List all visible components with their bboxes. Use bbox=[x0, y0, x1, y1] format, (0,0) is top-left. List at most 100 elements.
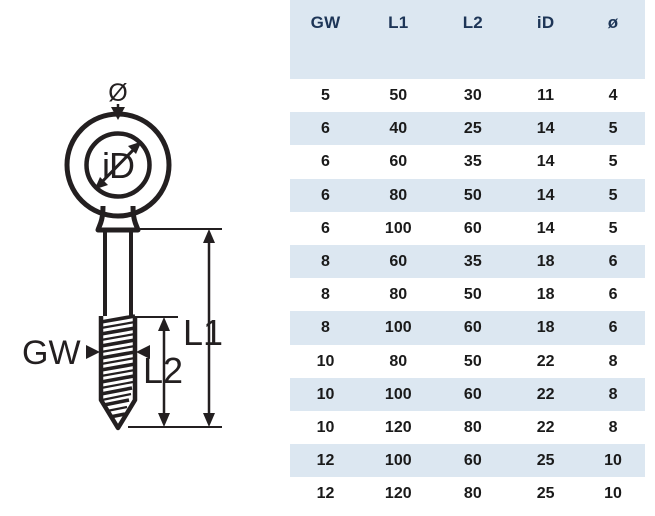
table-cell: 35 bbox=[435, 145, 511, 179]
table-cell: 11 bbox=[510, 79, 582, 113]
table-cell: 120 bbox=[361, 411, 436, 445]
table-cell: 5 bbox=[581, 145, 645, 179]
table-header: GW L1 L2 iD ø bbox=[290, 0, 645, 79]
table-cell: 80 bbox=[435, 477, 511, 511]
table-cell: 80 bbox=[361, 278, 436, 312]
table-cell: 12 bbox=[290, 444, 361, 478]
table-cell: 8 bbox=[290, 311, 361, 345]
table-cell: 25 bbox=[510, 444, 582, 478]
table-cell: 6 bbox=[290, 211, 361, 246]
table-cell: 60 bbox=[435, 377, 511, 412]
inner-diameter-dimension-arrow bbox=[94, 141, 142, 190]
table-header-row: GW L1 L2 iD ø bbox=[290, 0, 645, 79]
table-cell: 10 bbox=[581, 444, 645, 478]
table-cell: 60 bbox=[435, 311, 511, 345]
column-header-l1: L1 bbox=[361, 0, 436, 79]
table-cell: 8 bbox=[581, 344, 645, 378]
table-cell: 22 bbox=[510, 344, 582, 378]
table-cell: 60 bbox=[435, 444, 511, 478]
table-cell: 10 bbox=[290, 411, 361, 445]
table-cell: 5 bbox=[581, 112, 645, 146]
table-cell: 5 bbox=[290, 79, 361, 113]
table-cell: 80 bbox=[361, 344, 436, 378]
table-cell: 5 bbox=[581, 211, 645, 246]
table-cell: 18 bbox=[510, 278, 582, 312]
table-cell: 4 bbox=[581, 79, 645, 113]
table-cell: 18 bbox=[510, 311, 582, 345]
table-cell: 14 bbox=[510, 145, 582, 179]
table-cell: 120 bbox=[361, 477, 436, 511]
outer-diameter-arrow bbox=[111, 104, 125, 120]
table-cell: 22 bbox=[510, 411, 582, 445]
table-cell: 60 bbox=[361, 245, 436, 279]
table-cell: 25 bbox=[435, 112, 511, 146]
table-cell: 6 bbox=[581, 311, 645, 345]
thread-diameter-label: GW bbox=[22, 334, 81, 372]
table-cell: 10 bbox=[581, 477, 645, 511]
outer-diameter-label: Ø bbox=[108, 79, 127, 107]
table-cell: 8 bbox=[290, 245, 361, 279]
table-cell: 8 bbox=[581, 411, 645, 445]
table-cell: 40 bbox=[361, 112, 436, 146]
table-cell: 10 bbox=[290, 377, 361, 412]
table-cell: 14 bbox=[510, 178, 582, 212]
table-cell: 100 bbox=[361, 444, 436, 478]
table-cell: 6 bbox=[290, 112, 361, 146]
table-cell: 50 bbox=[435, 278, 511, 312]
table-cell: 12 bbox=[290, 477, 361, 511]
table-cell: 50 bbox=[361, 79, 436, 113]
table-cell: 80 bbox=[361, 178, 436, 212]
table-cell: 100 bbox=[361, 311, 436, 345]
table-cell: 6 bbox=[581, 245, 645, 279]
table-cell: 100 bbox=[361, 211, 436, 246]
table-cell: 35 bbox=[435, 245, 511, 279]
table-cell: 60 bbox=[435, 211, 511, 246]
table-cell: 50 bbox=[435, 344, 511, 378]
table-cell: 10 bbox=[290, 344, 361, 378]
table-cell: 8 bbox=[581, 377, 645, 412]
table-cell: 30 bbox=[435, 79, 511, 113]
table-cell: 8 bbox=[290, 278, 361, 312]
eye-bolt-drawing: iD Ø bbox=[22, 79, 223, 431]
table-cell: 50 bbox=[435, 178, 511, 212]
table-cell: 14 bbox=[510, 112, 582, 146]
inner-diameter-label: iD bbox=[102, 145, 134, 186]
l1-dimension bbox=[128, 228, 222, 428]
table-cell: 25 bbox=[510, 477, 582, 511]
l2-label: L2 bbox=[143, 350, 183, 391]
table-cell: 5 bbox=[581, 178, 645, 212]
table-cell: 100 bbox=[361, 377, 436, 412]
table-cell: 6 bbox=[290, 145, 361, 179]
table-cell: 6 bbox=[290, 178, 361, 212]
column-header-gw: GW bbox=[290, 0, 361, 79]
eye-inner-hole bbox=[84, 131, 152, 199]
table-cell: 18 bbox=[510, 245, 582, 279]
l1-label: L1 bbox=[183, 312, 223, 353]
table-cell: 6 bbox=[581, 278, 645, 312]
table-cell: 60 bbox=[361, 145, 436, 179]
column-header-id: iD bbox=[510, 0, 582, 79]
technical-drawing-panel: iD Ø bbox=[0, 0, 275, 516]
l2-dimension bbox=[136, 316, 178, 427]
table-cell: 80 bbox=[435, 411, 511, 445]
column-header-l2: L2 bbox=[435, 0, 511, 79]
thread-diameter-arrows bbox=[86, 345, 150, 359]
table-cell: 22 bbox=[510, 377, 582, 412]
table-cell: 14 bbox=[510, 211, 582, 246]
